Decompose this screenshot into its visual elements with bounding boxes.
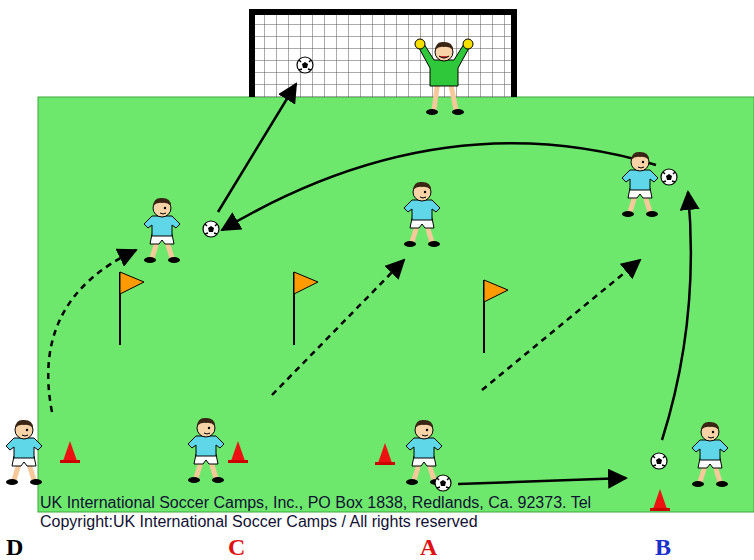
station-letter: A: [420, 535, 437, 559]
station-letter: C: [228, 535, 245, 559]
copyright-text: Copyright:UK International Soccer Camps …: [40, 513, 478, 531]
station-letter: D: [6, 535, 23, 559]
footer-text: UK International Soccer Camps, Inc., PO …: [40, 494, 591, 512]
station-letter: B: [655, 535, 671, 559]
